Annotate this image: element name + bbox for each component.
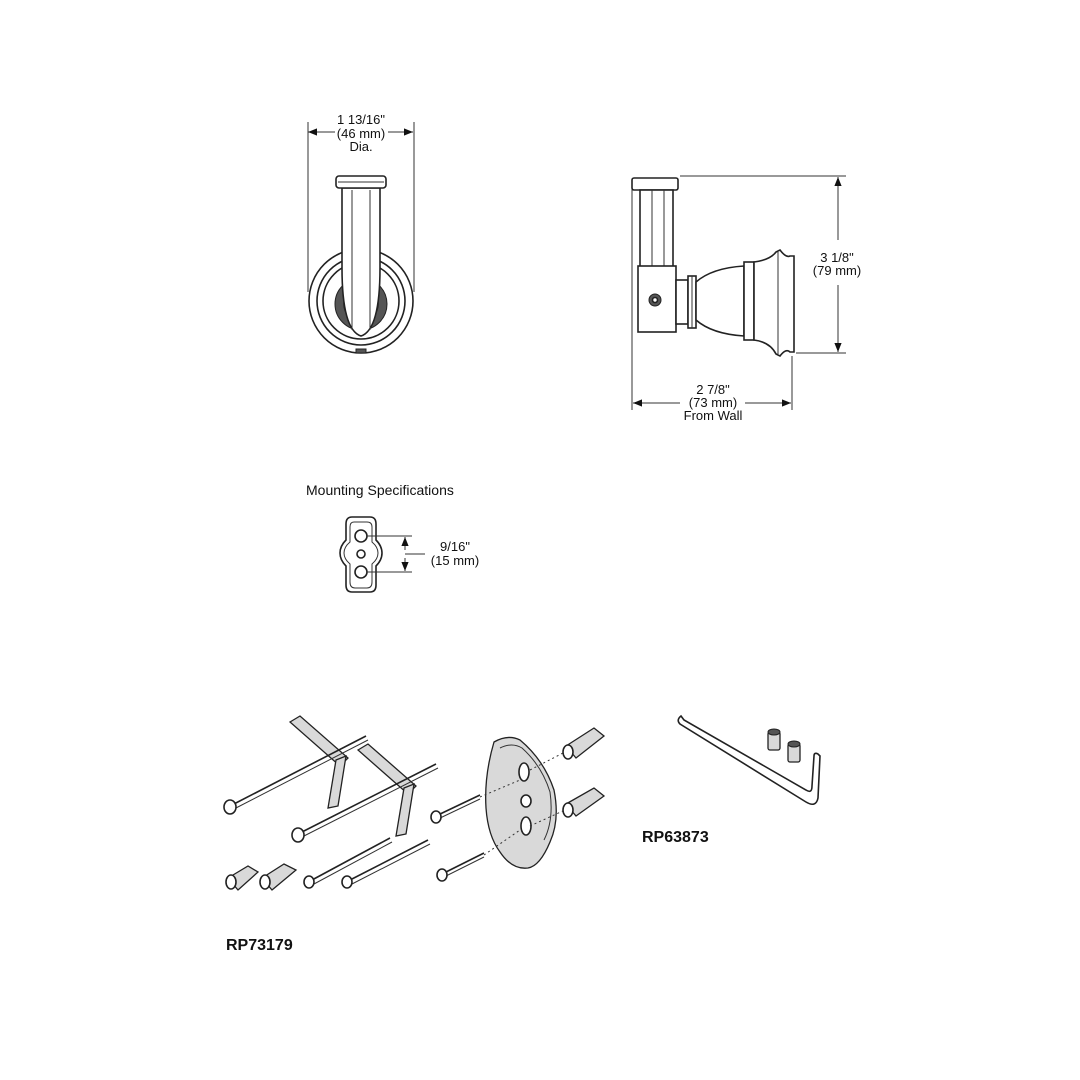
machine-screw — [430, 794, 481, 824]
set-screw — [767, 728, 781, 751]
diameter-inches: 1 13/16" — [337, 112, 385, 127]
wall-anchor — [562, 727, 606, 760]
wood-screw — [303, 837, 393, 889]
projection-note: From Wall — [684, 408, 743, 423]
mounting-bracket-diagram — [339, 516, 425, 593]
diameter-mm: (46 mm) — [337, 126, 385, 141]
part-number-hardware-kit: RP73179 — [226, 937, 293, 954]
side-view-robe-hook — [631, 175, 846, 410]
machine-screw — [436, 852, 485, 882]
projection-mm: (73 mm) — [689, 395, 737, 410]
height-mm: (79 mm) — [813, 263, 861, 278]
wall-anchor — [225, 865, 260, 891]
toggle-bolt — [223, 715, 369, 815]
mounting-bracket — [485, 736, 557, 869]
hardware-kit-illustration — [223, 715, 606, 891]
wall-anchor — [259, 863, 298, 891]
wood-screw — [341, 839, 431, 889]
hex-key-wrench — [677, 714, 821, 806]
mounting-spec-title: Mounting Specifications — [306, 482, 454, 498]
wall-anchor — [562, 787, 606, 818]
part-number-wrench-kit: RP63873 — [642, 829, 709, 846]
front-view-robe-hook — [307, 122, 415, 354]
mounting-spacing-inches: 9/16" — [440, 539, 470, 554]
projection-inches: 2 7/8" — [696, 382, 730, 397]
hex-wrench-kit-illustration — [677, 714, 821, 806]
toggle-bolt — [291, 743, 439, 843]
diameter-note: Dia. — [349, 139, 372, 154]
height-inches: 3 1/8" — [820, 250, 854, 265]
mounting-spacing-mm: (15 mm) — [431, 553, 479, 568]
set-screw — [787, 740, 801, 763]
